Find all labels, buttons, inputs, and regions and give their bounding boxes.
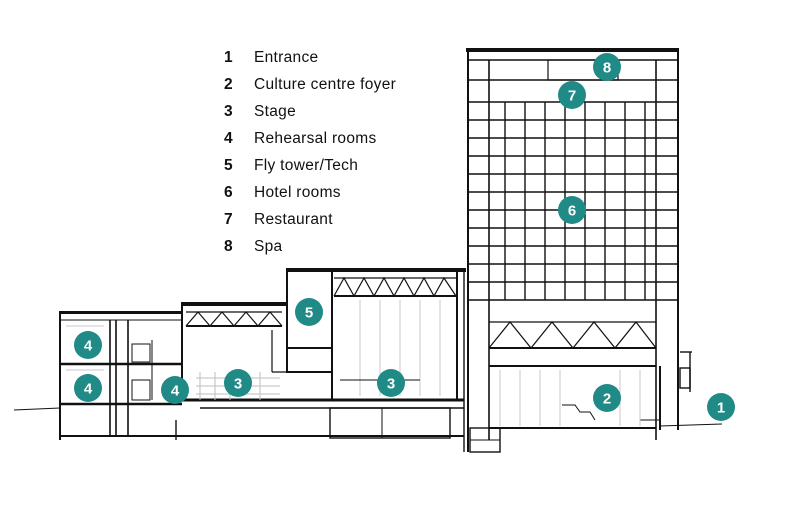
- legend-label: Spa: [254, 237, 283, 255]
- badge-circle: [707, 393, 735, 421]
- legend-item: 4 Rehearsal rooms: [224, 125, 396, 152]
- badge-circle: [558, 81, 586, 109]
- legend-item: 8 Spa: [224, 233, 396, 260]
- badge-8: 8: [593, 53, 621, 81]
- legend-number: 1: [224, 48, 233, 66]
- legend-number: 6: [224, 183, 233, 201]
- legend-number: 5: [224, 156, 233, 174]
- legend-label: Hotel rooms: [254, 183, 341, 201]
- legend-item: 1 Entrance: [224, 44, 396, 71]
- badge-label: 6: [568, 203, 576, 220]
- badge-circle: [161, 376, 189, 404]
- legend-label: Fly tower/Tech: [254, 156, 359, 174]
- legend-number: 3: [224, 102, 233, 120]
- legend: 1 Entrance 2 Culture centre foyer 3 Stage 4…: [224, 44, 396, 260]
- badge-4: 4: [74, 331, 102, 359]
- badge-label: 4: [84, 338, 93, 355]
- badge-3: 3: [377, 369, 405, 397]
- legend-item: 2 Culture centre foyer: [224, 71, 396, 98]
- badges-layer: 1 2 3 3 4 4 4 5 6 7 8: [74, 53, 735, 421]
- badge-circle: [74, 374, 102, 402]
- legend-item: 6 Hotel rooms: [224, 179, 396, 206]
- badge-4: 4: [74, 374, 102, 402]
- badge-label: 5: [305, 305, 313, 322]
- legend-number: 4: [224, 129, 233, 147]
- badge-label: 3: [387, 376, 395, 393]
- legend-number: 8: [224, 237, 233, 255]
- badge-circle: [593, 384, 621, 412]
- badge-circle: [295, 298, 323, 326]
- hotel-tower: [466, 48, 692, 453]
- legend-label: Stage: [254, 102, 297, 120]
- legend-item: 7 Restaurant: [224, 206, 396, 233]
- legend-label: Entrance: [254, 48, 319, 66]
- badge-circle: [593, 53, 621, 81]
- rehearsal-wing: [59, 311, 182, 440]
- legend-number: 2: [224, 75, 233, 93]
- badge-label: 3: [234, 376, 242, 393]
- badge-circle: [558, 196, 586, 224]
- badge-1: 1: [707, 393, 735, 421]
- badge-label: 8: [603, 60, 611, 77]
- legend-item: 3 Stage: [224, 98, 396, 125]
- badge-label: 2: [603, 391, 611, 408]
- legend-item: 5 Fly tower/Tech: [224, 152, 396, 179]
- legend-label: Restaurant: [254, 210, 333, 228]
- legend-label: Rehearsal rooms: [254, 129, 377, 147]
- legend-label: Culture centre foyer: [254, 75, 397, 93]
- badge-7: 7: [558, 81, 586, 109]
- badge-label: 1: [717, 400, 725, 417]
- badge-label: 4: [171, 383, 180, 400]
- badge-6: 6: [558, 196, 586, 224]
- ground-line: [13, 407, 723, 427]
- badge-label: 7: [568, 88, 576, 105]
- badge-circle: [74, 331, 102, 359]
- badge-4: 4: [161, 376, 189, 404]
- culture-centre: [180, 268, 466, 452]
- legend-number: 7: [224, 210, 233, 228]
- badge-label: 4: [84, 381, 93, 398]
- badge-2: 2: [593, 384, 621, 412]
- badge-5: 5: [295, 298, 323, 326]
- badge-circle: [377, 369, 405, 397]
- badge-circle: [224, 369, 252, 397]
- badge-3: 3: [224, 369, 252, 397]
